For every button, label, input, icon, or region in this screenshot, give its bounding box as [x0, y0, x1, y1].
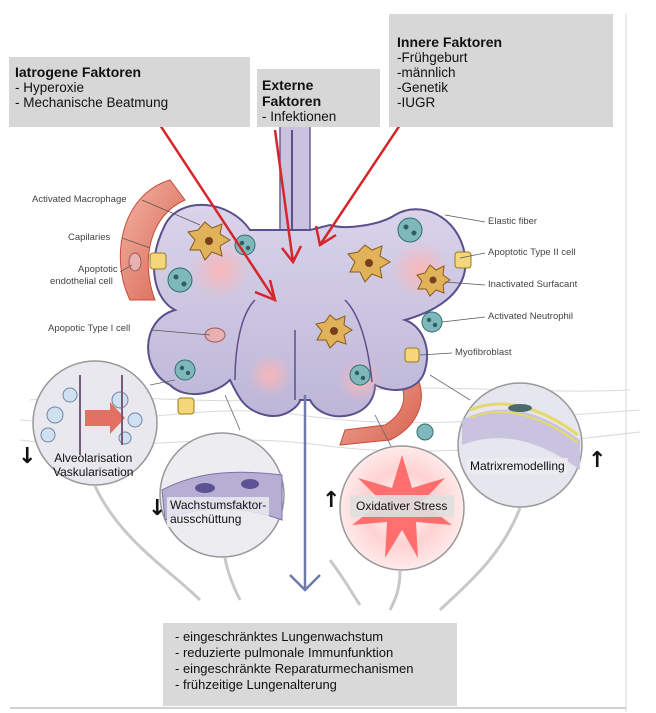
label-activated-macrophage: Activated Macrophage	[32, 194, 127, 205]
box-innere-faktoren: Innere Faktoren -Frühgeburt -männlich -G…	[389, 14, 613, 127]
outcome-item: eingeschränkte Reparaturmechanismen	[175, 661, 457, 677]
arrow-oxidativ: ↑	[322, 490, 340, 512]
iatrogene-line-2: - Mechanische Beatmung	[15, 95, 244, 110]
iatrogene-line-1: - Hyperoxie	[15, 80, 244, 95]
label-apoptotic-type1: Apopotic Type I cell	[48, 323, 130, 334]
effect-oxidativ: Oxidativer Stress	[356, 499, 447, 513]
outcome-item: frühzeitige Lungenalterung	[175, 677, 457, 693]
label-elastic-fiber: Elastic fiber	[488, 216, 537, 227]
innere-line-3: -Genetik	[397, 80, 605, 95]
box-externe-faktoren: Externe Faktoren - Infektionen	[257, 69, 380, 127]
outcome-item: reduzierte pulmonale Immunfunktion	[175, 645, 457, 661]
effect-wachstumsfaktor-line-1: Wachstumsfaktor-	[170, 498, 266, 512]
outcome-list: eingeschränktes Lungenwachstum reduziert…	[163, 629, 457, 693]
innere-line-2: -männlich	[397, 65, 605, 80]
box-iatrogene-faktoren: Iatrogene Faktoren - Hyperoxie - Mechani…	[9, 57, 250, 127]
label-myofibroblast: Myofibroblast	[455, 347, 512, 358]
effect-wachstumsfaktor: Wachstumsfaktor- ausschüttung	[167, 497, 269, 527]
label-apoptotic-endothelial-1: Apoptotic	[78, 264, 118, 275]
label-apoptotic-endothelial-2: endothelial cell	[50, 276, 113, 287]
outcome-item: eingeschränktes Lungenwachstum	[175, 629, 457, 645]
label-capillaries: Capilaries	[68, 232, 110, 243]
externe-title: Externe Faktoren	[262, 77, 375, 109]
externe-line-1: - Infektionen	[262, 109, 375, 124]
iatrogene-title: Iatrogene Faktoren	[15, 64, 244, 80]
effect-alveolarisation-line-1: Alveolarisation	[53, 451, 133, 465]
effect-matrix: Matrixremodelling	[467, 458, 568, 474]
arrow-wachstumsfaktor: ↓	[148, 498, 166, 520]
arrow-alveolarisation: ↓	[18, 446, 36, 468]
innere-line-4: -IUGR	[397, 95, 605, 110]
arrow-matrix: ↑	[588, 450, 606, 472]
outcome-box: eingeschränktes Lungenwachstum reduziert…	[163, 623, 457, 706]
innere-line-1: -Frühgeburt	[397, 50, 605, 65]
label-activated-neutrophil: Activated Neutrophil	[488, 311, 573, 322]
effect-alveolarisation: Alveolarisation Vaskularisation	[53, 451, 133, 479]
effect-alveolarisation-line-2: Vaskularisation	[53, 465, 133, 479]
label-inactivated-surfactant: Inactivated Surfacant	[488, 279, 577, 290]
label-apoptotic-type2: Apoptotic Type II cell	[488, 247, 576, 258]
innere-title: Innere Faktoren	[397, 34, 605, 50]
central-arrow	[290, 395, 320, 590]
effect-wachstumsfaktor-line-2: ausschüttung	[170, 512, 266, 526]
effect-circle-wachstumsfaktor	[160, 395, 284, 557]
